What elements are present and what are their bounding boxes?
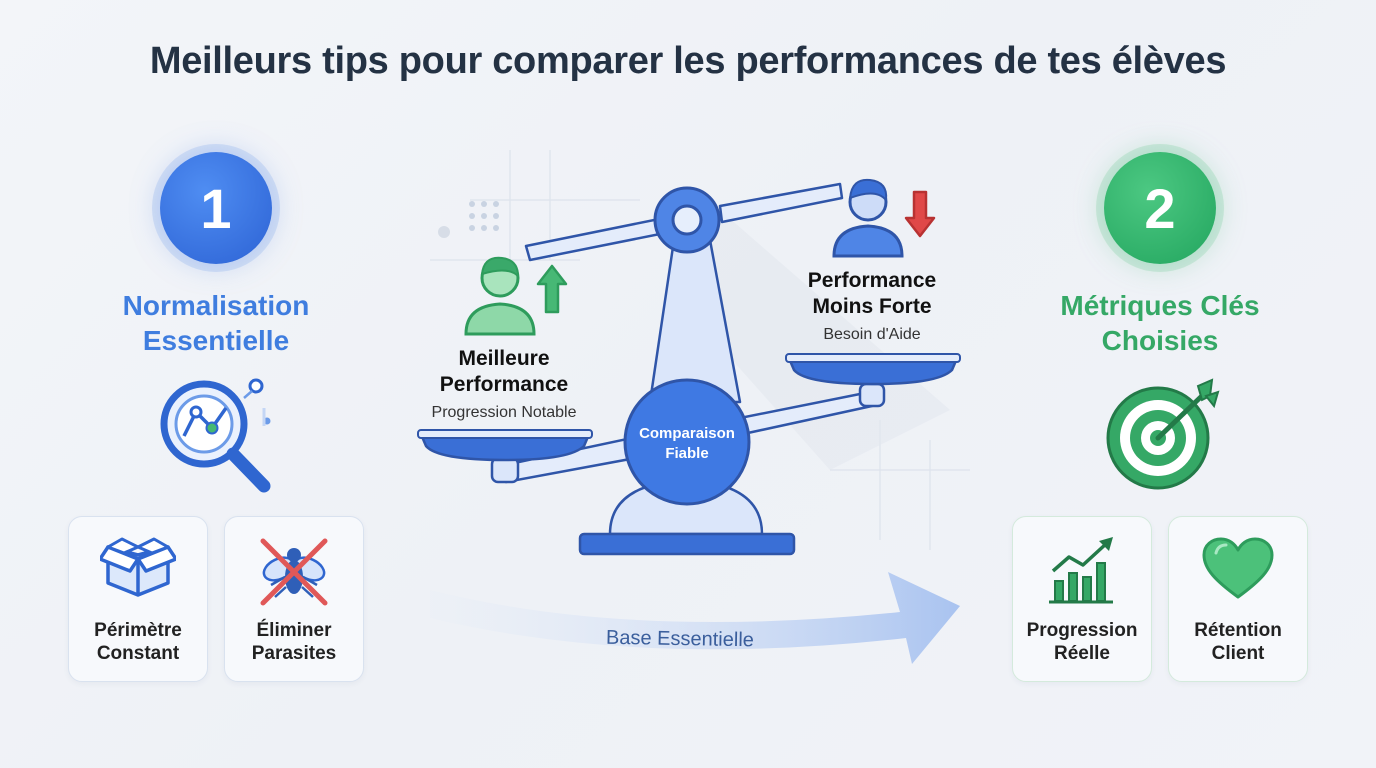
left-pan-subtitle: Progression Notable — [431, 404, 577, 421]
card-label-line1: Progression — [1026, 620, 1138, 641]
arrow-label: Base Essentielle — [605, 626, 755, 652]
section-title-normalisation: Normalisation Essentielle — [66, 288, 366, 358]
student-up-icon — [464, 256, 568, 336]
box-icon — [100, 537, 176, 597]
card-label-line1: Éliminer — [256, 620, 332, 641]
card-label-line2: Réelle — [1054, 643, 1110, 664]
card-retention-client: Rétention Client — [1168, 516, 1308, 682]
magnifier-chart-icon — [160, 378, 271, 493]
card-label-line2: Client — [1211, 643, 1265, 664]
target-arrow-icon — [1106, 378, 1220, 490]
section-title-line2: Essentielle — [142, 325, 290, 356]
right-pan-heading-line2: Moins Forte — [812, 295, 932, 318]
left-pan-heading-line2: Performance — [439, 373, 569, 396]
left-pan-text: Meilleure Performance Progression Notabl… — [404, 346, 604, 422]
section-title-metriques: Métriques Clés Choisies — [1010, 288, 1310, 358]
section-title-line1: Normalisation — [122, 290, 310, 321]
card-perimetre-constant: Périmètre Constant — [68, 516, 208, 682]
growth-chart-icon — [1049, 537, 1113, 604]
step-number-badge-2: 2 — [1104, 152, 1216, 264]
card-label-line1: Rétention — [1194, 620, 1282, 641]
hub-label: Comparaison Fiable — [639, 425, 735, 462]
card-label-line1: Périmètre — [94, 620, 182, 641]
student-down-icon — [832, 178, 936, 258]
card-eliminer-parasites: Éliminer Parasites — [224, 516, 364, 682]
right-pan-heading-line1: Performance — [807, 269, 937, 292]
card-label-line2: Constant — [96, 643, 180, 664]
base-essentielle-arrow — [430, 572, 960, 664]
card-progression-reelle: Progression Réelle — [1012, 516, 1152, 682]
heart-icon — [1202, 537, 1274, 599]
balance-scale-illustration — [417, 182, 961, 556]
left-pan-heading-line1: Meilleure — [458, 347, 550, 370]
card-label-line2: Parasites — [251, 643, 337, 664]
background-grid-lines — [430, 150, 970, 550]
right-pan-subtitle: Besoin d'Aide — [823, 326, 921, 343]
right-pan-text: Performance Moins Forte Besoin d'Aide — [772, 268, 972, 344]
step-number-badge-1: 1 — [160, 152, 272, 264]
section-title-line2: Choisies — [1101, 325, 1219, 356]
page-title: Meilleurs tips pour comparer les perform… — [149, 40, 1227, 82]
section-title-line1: Métriques Clés — [1060, 290, 1260, 321]
crossed-bug-icon — [260, 538, 328, 606]
